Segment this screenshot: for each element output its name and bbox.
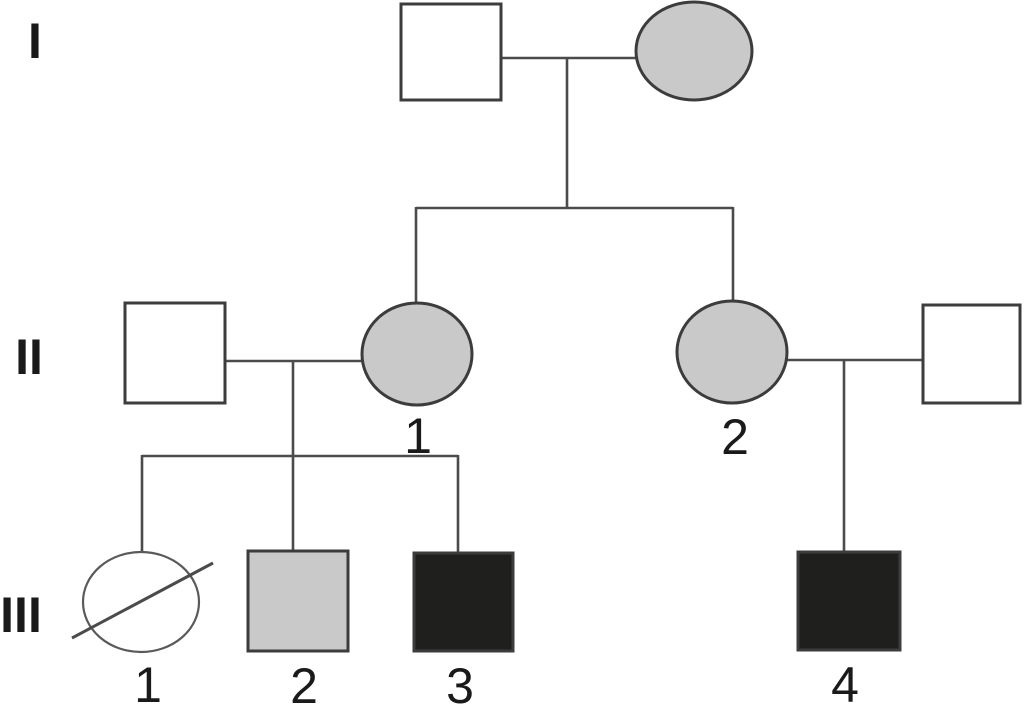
individual-III-1-deceased-slash — [71, 561, 214, 640]
individual-I-2 — [634, 0, 754, 102]
individual-II-2 — [675, 299, 789, 405]
individual-I-1 — [399, 2, 503, 102]
individual-III-3-label: 3 — [446, 658, 474, 707]
individual-III-1-label: 1 — [134, 657, 162, 707]
individual-II-spouse-right — [921, 303, 1022, 405]
individual-III-4-label: 4 — [831, 657, 859, 707]
generation-label-I: I — [28, 13, 42, 69]
individual-III-2-label: 2 — [290, 658, 318, 707]
individual-II-1-label: 1 — [404, 408, 432, 464]
individual-II-spouse-left — [123, 301, 227, 405]
individual-II-2-label: 2 — [721, 409, 749, 465]
individual-III-4 — [796, 550, 902, 652]
generation-label-III: III — [0, 587, 42, 643]
individual-III-3 — [412, 551, 515, 653]
individual-II-1 — [360, 301, 474, 407]
individual-III-2 — [246, 549, 350, 653]
generation-label-II: II — [15, 329, 43, 385]
